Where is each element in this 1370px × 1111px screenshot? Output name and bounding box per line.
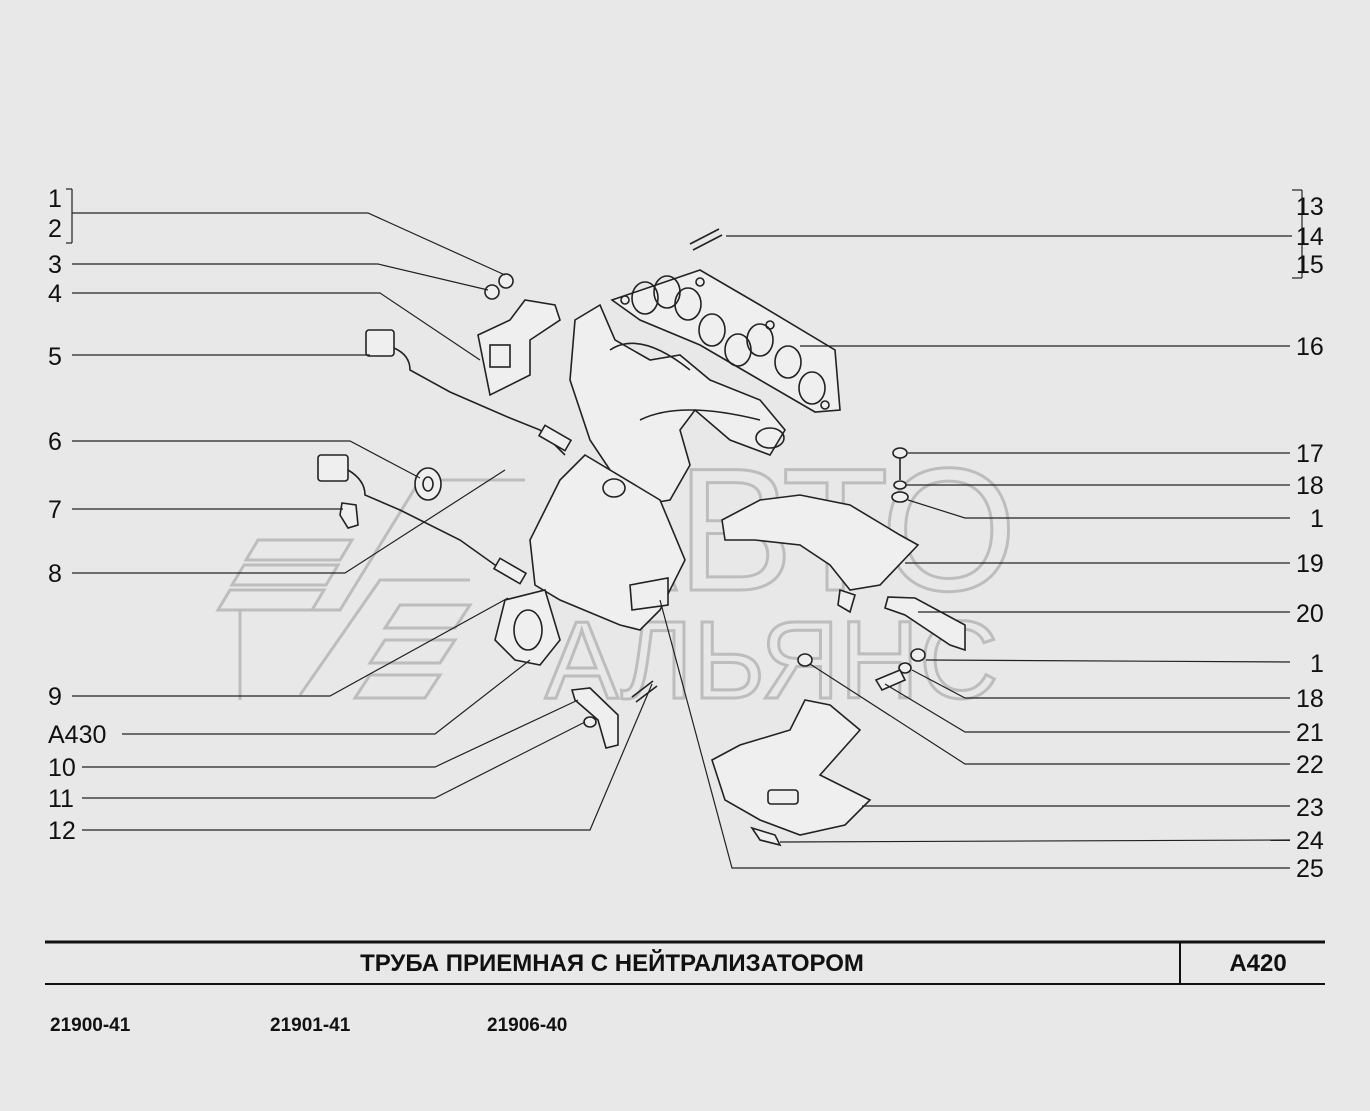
callout-7: 7 — [48, 496, 62, 524]
callout-1-top: 1 — [48, 185, 62, 213]
callout-1-mid: 1 — [1310, 505, 1324, 533]
callout-11: 11 — [48, 785, 74, 813]
callout-12: 12 — [48, 817, 76, 845]
callout-16: 16 — [1296, 333, 1324, 361]
callout-8: 8 — [48, 560, 62, 588]
callout-4: 4 — [48, 280, 62, 308]
callout-3: 3 — [48, 251, 62, 279]
callout-a430: A430 — [48, 721, 106, 749]
callout-25: 25 — [1296, 855, 1324, 883]
callout-10: 10 — [48, 754, 76, 782]
callout-1-low: 1 — [1310, 650, 1324, 678]
callout-5: 5 — [48, 343, 62, 371]
model-code-2: 21901-41 — [270, 1015, 351, 1036]
diagram-code: A420 — [1229, 950, 1286, 977]
callout-13: 13 — [1296, 193, 1324, 221]
callout-18-top: 18 — [1296, 472, 1324, 500]
callout-9: 9 — [48, 683, 62, 711]
leader-lines — [66, 188, 1303, 869]
callout-15: 15 — [1296, 251, 1324, 279]
callout-20: 20 — [1296, 600, 1324, 628]
callout-24: 24 — [1296, 827, 1324, 855]
callout-22: 22 — [1296, 751, 1324, 779]
callout-6: 6 — [48, 428, 62, 456]
model-code-1: 21900-41 — [50, 1015, 131, 1036]
callout-17: 17 — [1296, 440, 1324, 468]
callout-19: 19 — [1296, 550, 1324, 578]
callout-18-low: 18 — [1296, 685, 1324, 713]
callout-21: 21 — [1296, 719, 1324, 747]
model-list: 21900-41 21901-41 21906-40 — [50, 1015, 567, 1036]
title-block: ТРУБА ПРИЕМНАЯ С НЕЙТРАЛИЗАТОРОМ A420 — [45, 940, 1325, 985]
callout-14: 14 — [1296, 223, 1324, 251]
callout-23: 23 — [1296, 794, 1324, 822]
callout-2: 2 — [48, 215, 62, 243]
model-code-3: 21906-40 — [487, 1015, 567, 1036]
callouts-left: 1 2 3 4 5 6 7 8 9 A430 10 11 12 — [48, 185, 106, 845]
callouts-right: 13 14 15 16 17 18 1 19 20 1 18 21 22 23 … — [1296, 193, 1324, 883]
parts-drawing — [317, 228, 966, 847]
diagram-title: ТРУБА ПРИЕМНАЯ С НЕЙТРАЛИЗАТОРОМ — [360, 949, 864, 977]
